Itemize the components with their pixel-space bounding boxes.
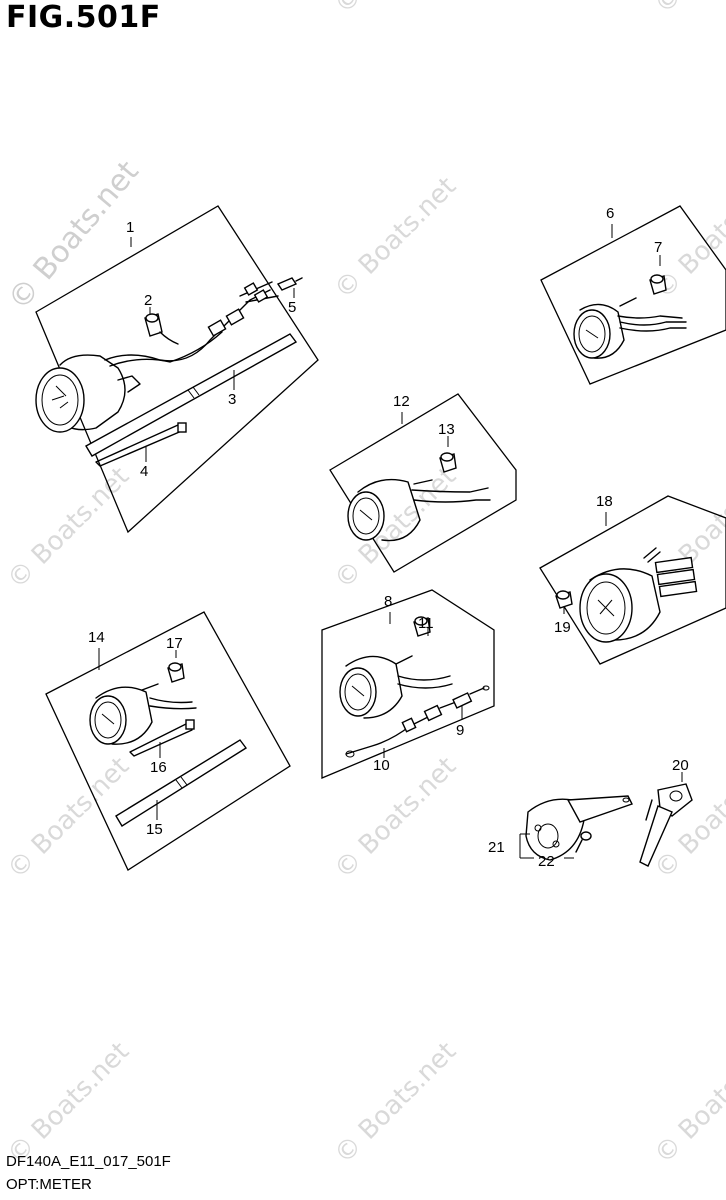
callout-17[interactable]: 17	[166, 635, 183, 652]
group-18: 18 19	[539, 493, 726, 665]
watermark: © Boats.net	[2, 752, 135, 885]
terminal-pin[interactable]	[276, 277, 303, 291]
panel-group-6	[540, 205, 726, 385]
screw[interactable]	[575, 831, 592, 853]
callout-22[interactable]: 22	[538, 853, 555, 870]
cable-tie[interactable]	[95, 422, 187, 467]
group-bracket: 21 22 20	[488, 757, 693, 870]
callout-19[interactable]: 19	[554, 619, 571, 636]
callout-18[interactable]: 18	[596, 493, 613, 510]
gauge[interactable]	[339, 655, 453, 719]
watermark-large: © Boats.net	[1, 154, 146, 317]
callout-20[interactable]: 20	[672, 757, 689, 774]
speedometer-gauge[interactable]	[35, 281, 279, 433]
callout-2[interactable]: 2	[144, 292, 152, 309]
callout-13[interactable]: 13	[438, 421, 455, 438]
watermark: © Boats.net	[329, 1037, 462, 1170]
callout-4[interactable]: 4	[140, 463, 148, 480]
watermark: © Boats.net	[329, 0, 462, 20]
mounting-arm[interactable]	[639, 783, 693, 867]
protective-tube[interactable]	[85, 333, 298, 457]
callout-16[interactable]: 16	[150, 759, 167, 776]
figure-title: FIG.501F	[6, 0, 161, 35]
group-8: 8 11 10 9	[321, 589, 495, 779]
protective-tube[interactable]	[115, 739, 248, 827]
callout-3[interactable]: 3	[228, 391, 236, 408]
group-6: 6 7	[540, 205, 726, 385]
callout-6[interactable]: 6	[606, 205, 614, 222]
callout-15[interactable]: 15	[146, 821, 163, 838]
watermark: © Boats.net	[329, 752, 462, 885]
bulb[interactable]	[555, 590, 573, 609]
meter-bracket[interactable]	[525, 795, 633, 861]
bulb[interactable]	[649, 274, 667, 295]
gauge[interactable]	[89, 683, 197, 745]
bulb[interactable]	[439, 452, 457, 473]
large-gauge[interactable]	[579, 547, 698, 643]
callout-14[interactable]: 14	[88, 629, 105, 646]
watermark: © Boats.net	[2, 462, 135, 595]
panel-group-18	[539, 495, 726, 665]
terminal-lead[interactable]	[452, 685, 490, 709]
panel-group-14	[45, 611, 291, 871]
group-12: 12 13	[329, 393, 517, 573]
watermark: © Boats.net	[329, 462, 462, 595]
callout-5[interactable]: 5	[288, 299, 296, 316]
gauge[interactable]	[347, 478, 491, 542]
watermark: © Boats.net	[649, 0, 726, 20]
panel-group-12	[329, 393, 517, 573]
callout-9[interactable]: 9	[456, 722, 464, 739]
panel-group-8	[321, 589, 495, 779]
figure-code: DF140A_E11_017_501F	[6, 1153, 171, 1170]
callout-7[interactable]: 7	[654, 239, 662, 256]
bulb-socket[interactable]	[144, 313, 179, 345]
watermark: © Boats.net	[329, 172, 462, 305]
callout-11[interactable]: 11	[418, 615, 434, 632]
cable-tie[interactable]	[129, 719, 195, 757]
bulb[interactable]	[413, 616, 431, 637]
figure-subtitle: OPT:METER	[6, 1176, 92, 1193]
wiring-harness[interactable]	[345, 701, 457, 758]
bulb[interactable]	[167, 662, 185, 683]
panel-group-1	[35, 205, 319, 534]
callout-1[interactable]: 1	[126, 219, 134, 236]
gauge[interactable]	[573, 297, 687, 359]
group-14: 14 17 16 15	[45, 611, 291, 871]
watermark: © Boats.net	[2, 1037, 135, 1170]
callout-21[interactable]: 21	[488, 839, 505, 856]
callout-8[interactable]: 8	[384, 593, 392, 610]
watermark: © Boats.net	[649, 1037, 726, 1170]
group-1: 1 2	[35, 205, 319, 534]
callout-12[interactable]: 12	[393, 393, 410, 410]
callout-10[interactable]: 10	[373, 757, 390, 774]
